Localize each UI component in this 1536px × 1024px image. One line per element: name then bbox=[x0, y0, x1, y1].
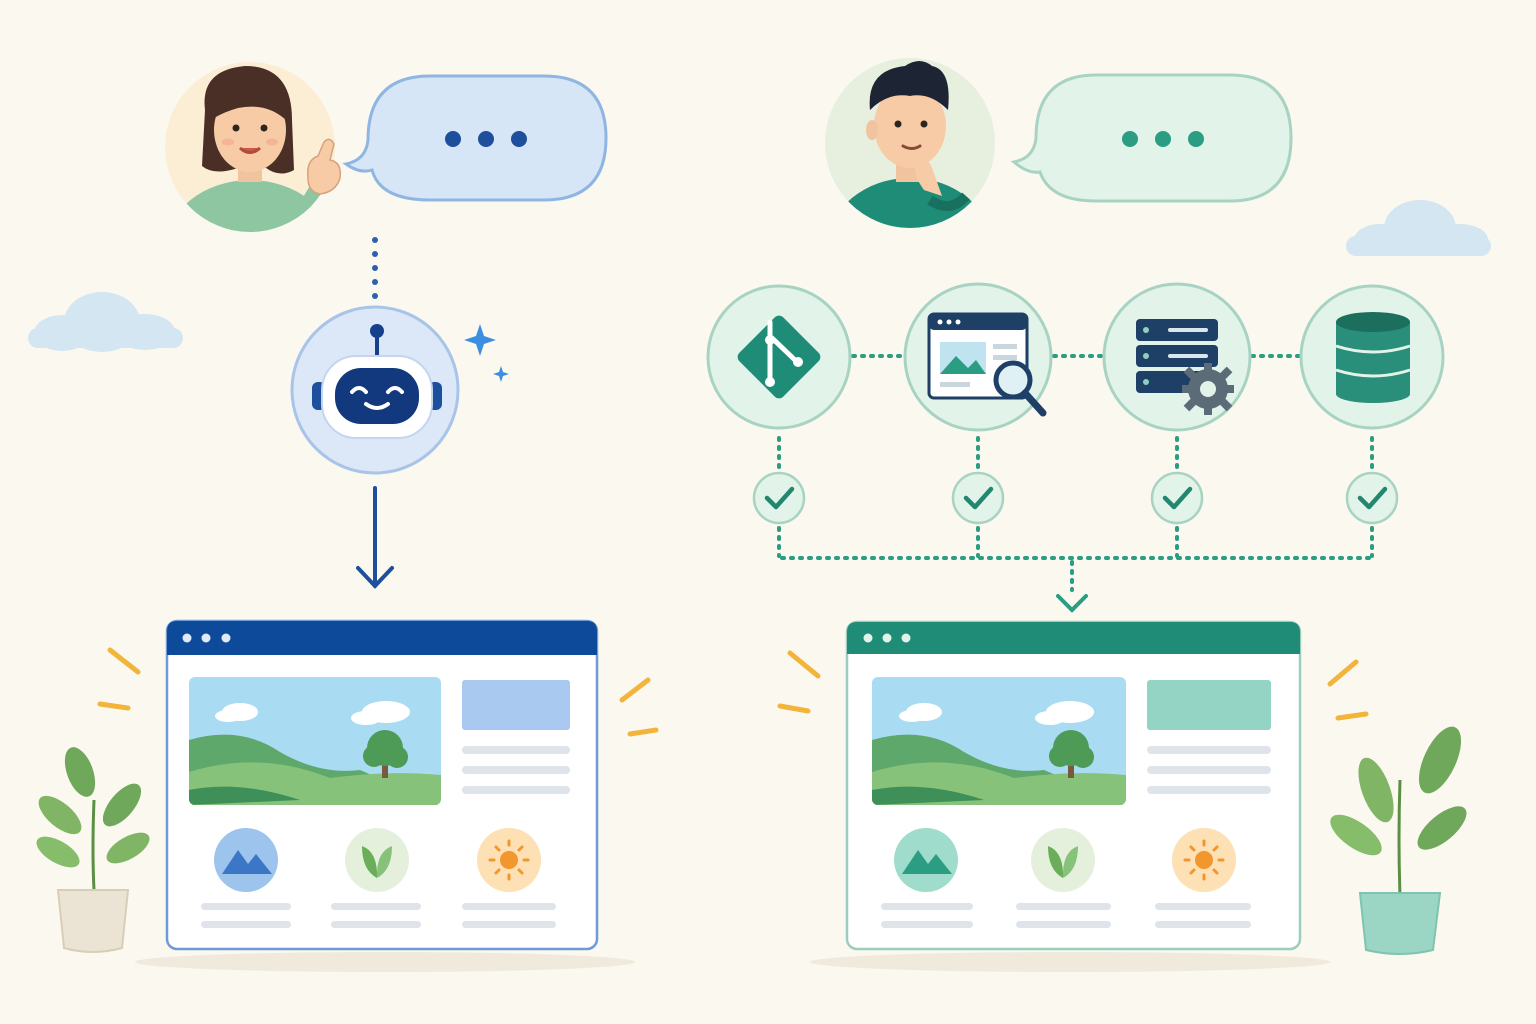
gear-icon bbox=[1182, 363, 1234, 415]
website-mockup bbox=[845, 620, 1302, 951]
man-avatar bbox=[825, 58, 995, 228]
sparkle-icon bbox=[464, 324, 509, 382]
potted-plant bbox=[1330, 726, 1467, 955]
highlight-lines bbox=[777, 650, 1369, 721]
website-mockup bbox=[165, 619, 599, 951]
pointing-hand-icon bbox=[306, 138, 342, 195]
woman-avatar bbox=[165, 62, 342, 232]
cloud-icon bbox=[28, 292, 183, 352]
database-icon bbox=[1299, 284, 1445, 430]
server-gear-icon bbox=[1102, 282, 1252, 432]
cloud-icon bbox=[1346, 200, 1491, 256]
highlight-lines bbox=[97, 647, 659, 737]
git-icon bbox=[706, 284, 852, 430]
leaf-icon bbox=[345, 828, 409, 892]
down-arrow bbox=[1056, 594, 1088, 613]
ground-shadow bbox=[810, 952, 1330, 972]
landscape-image bbox=[189, 677, 441, 805]
check-icon bbox=[1150, 471, 1204, 525]
check-icon bbox=[951, 471, 1005, 525]
check-icon bbox=[1345, 471, 1399, 525]
web-inspect-icon bbox=[903, 282, 1053, 432]
window-controls bbox=[863, 633, 911, 643]
speech-bubble bbox=[342, 74, 608, 202]
down-arrow bbox=[356, 486, 394, 589]
landscape-image bbox=[872, 677, 1126, 805]
dotted-connector bbox=[777, 436, 1374, 592]
dotted-connector bbox=[372, 237, 378, 299]
sun-icon bbox=[1172, 828, 1236, 892]
mountain-icon bbox=[214, 828, 278, 892]
robot-icon bbox=[290, 305, 460, 475]
typing-dots bbox=[1122, 131, 1204, 147]
leaf-icon bbox=[1031, 828, 1095, 892]
speech-bubble bbox=[1010, 73, 1293, 203]
sun-icon bbox=[477, 828, 541, 892]
window-controls bbox=[182, 633, 231, 643]
potted-plant bbox=[36, 747, 150, 953]
mountain-icon bbox=[894, 828, 958, 892]
check-icon bbox=[752, 471, 806, 525]
ground-shadow bbox=[135, 952, 635, 972]
typing-dots bbox=[445, 131, 527, 147]
